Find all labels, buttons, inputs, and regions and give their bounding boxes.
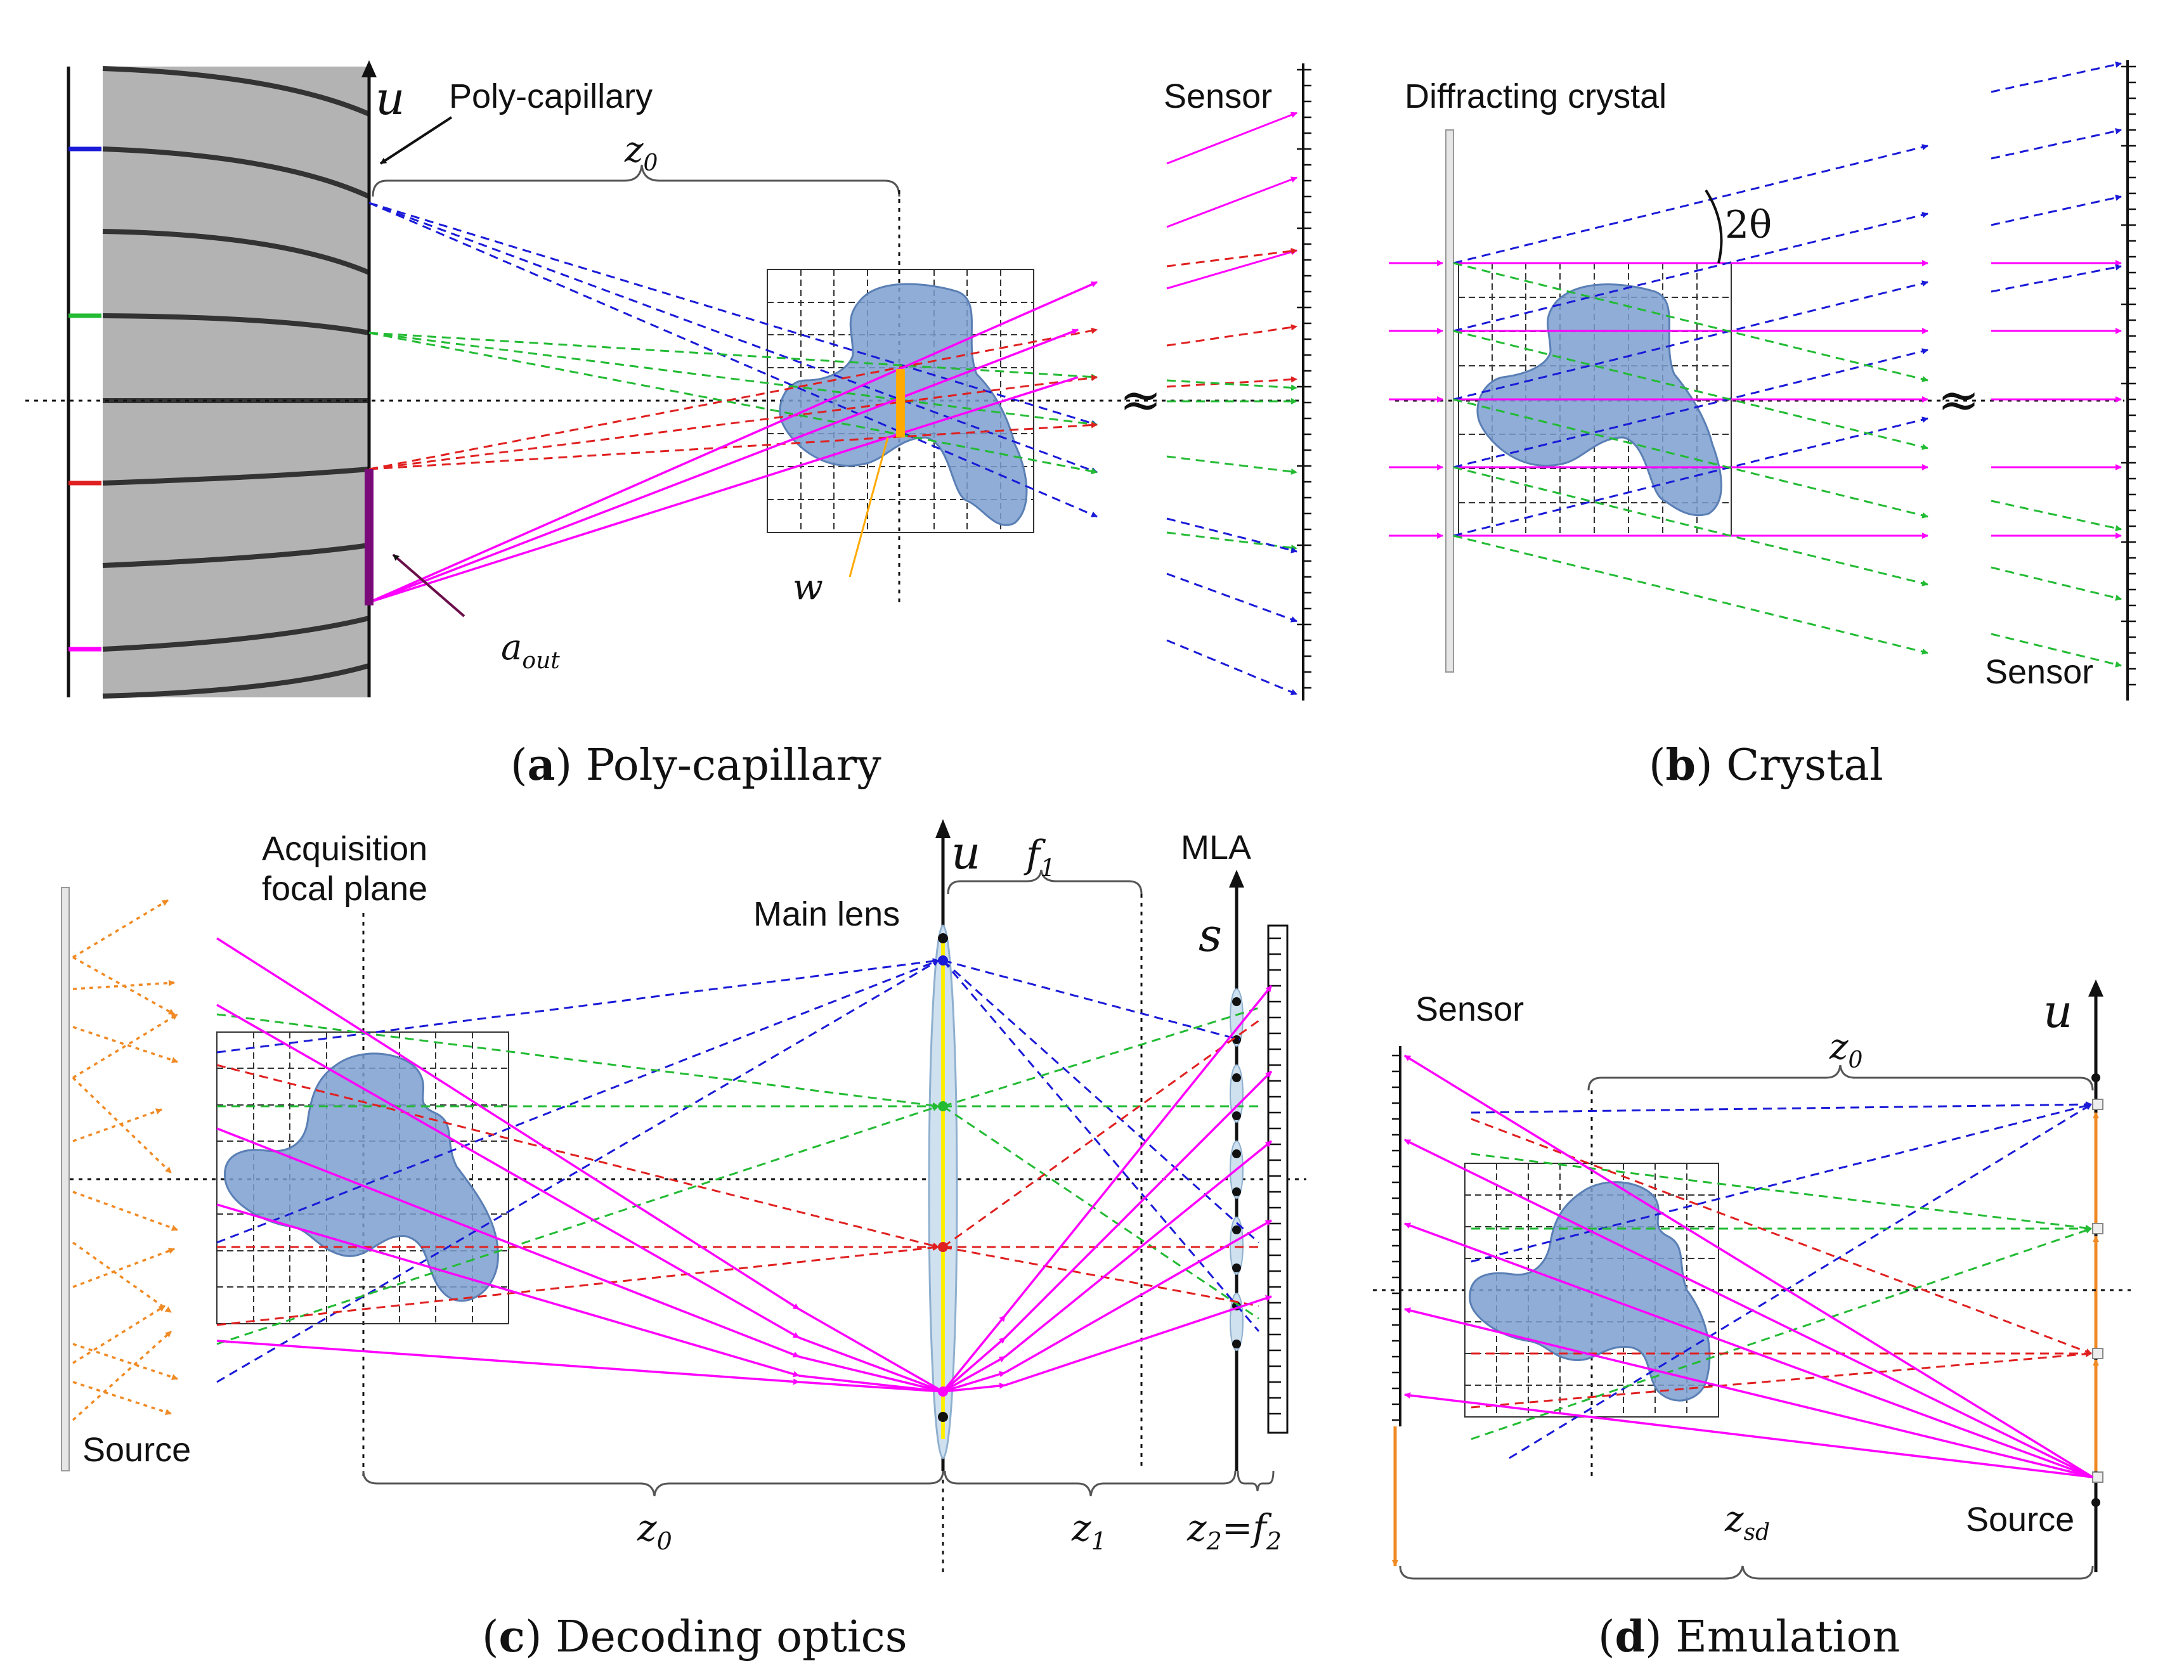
diffracting-crystal-label: Diffracting crystal — [1405, 77, 1667, 115]
break-symbol-a: ≈ — [1119, 370, 1162, 429]
panel-c-decoding-optics: Source Acquisition focal plane — [61, 819, 1306, 1572]
axis-u-label-d: u — [2043, 985, 2072, 1038]
poly-capillary-label: Poly-capillary — [449, 77, 653, 115]
panel-a-poly-capillary: u Poly-capillary z0 — [25, 60, 1311, 701]
caption-a: (a) Poly-capillary — [510, 740, 881, 791]
sensor-label-a: Sensor — [1164, 77, 1272, 115]
a-out-label: aout — [501, 627, 560, 674]
sensor-label-b: Sensor — [1985, 653, 2093, 691]
sensor-ruler-a — [1297, 63, 1311, 701]
caption-b: (b) Crystal — [1649, 740, 1883, 791]
sensor-ruler-d — [1392, 1046, 1401, 1426]
break-symbol-b: ≈ — [1937, 370, 1980, 429]
mla-label: MLA — [1181, 829, 1251, 867]
acq-plane-label-1: Acquisition — [262, 830, 427, 868]
two-theta-label: 2θ — [1725, 203, 1772, 247]
sensor-ruler-c — [1267, 924, 1289, 1434]
caption-c: (c) Decoding optics — [482, 1612, 907, 1662]
f1-label: f1 — [1024, 832, 1055, 882]
source-label-c: Source — [82, 1431, 191, 1469]
z0-label: z0 — [624, 129, 658, 176]
caption-d: (d) Emulation — [1598, 1612, 1900, 1662]
main-lens-label: Main lens — [753, 895, 900, 933]
sample-blob-c — [224, 1052, 499, 1302]
axis-u-label: u — [375, 72, 405, 125]
acq-plane-label-2: focal plane — [262, 870, 427, 908]
panel-d-emulation: Sensor u Source z0 — [1373, 979, 2131, 1580]
axis-u-label-c: u — [951, 826, 980, 879]
source-label-d: Source — [1966, 1501, 2074, 1539]
source-plate — [61, 887, 70, 1471]
sensor-ruler-b — [2121, 60, 2136, 701]
sensor-label-d: Sensor — [1415, 990, 1524, 1028]
panel-b-crystal: Diffracting crystal — [1389, 60, 2136, 701]
w-label: w — [793, 567, 823, 608]
axis-s-label: s — [1199, 908, 1222, 962]
poly-capillary-body — [103, 67, 369, 697]
z0-label-d: z0 — [1829, 1026, 1862, 1073]
z0-label-c: z0 — [637, 1506, 672, 1555]
z1-label-c: z1 — [1071, 1506, 1107, 1555]
zsd-label: zsd — [1724, 1499, 1770, 1546]
z2-f2-label: z2=f2 — [1186, 1506, 1282, 1555]
